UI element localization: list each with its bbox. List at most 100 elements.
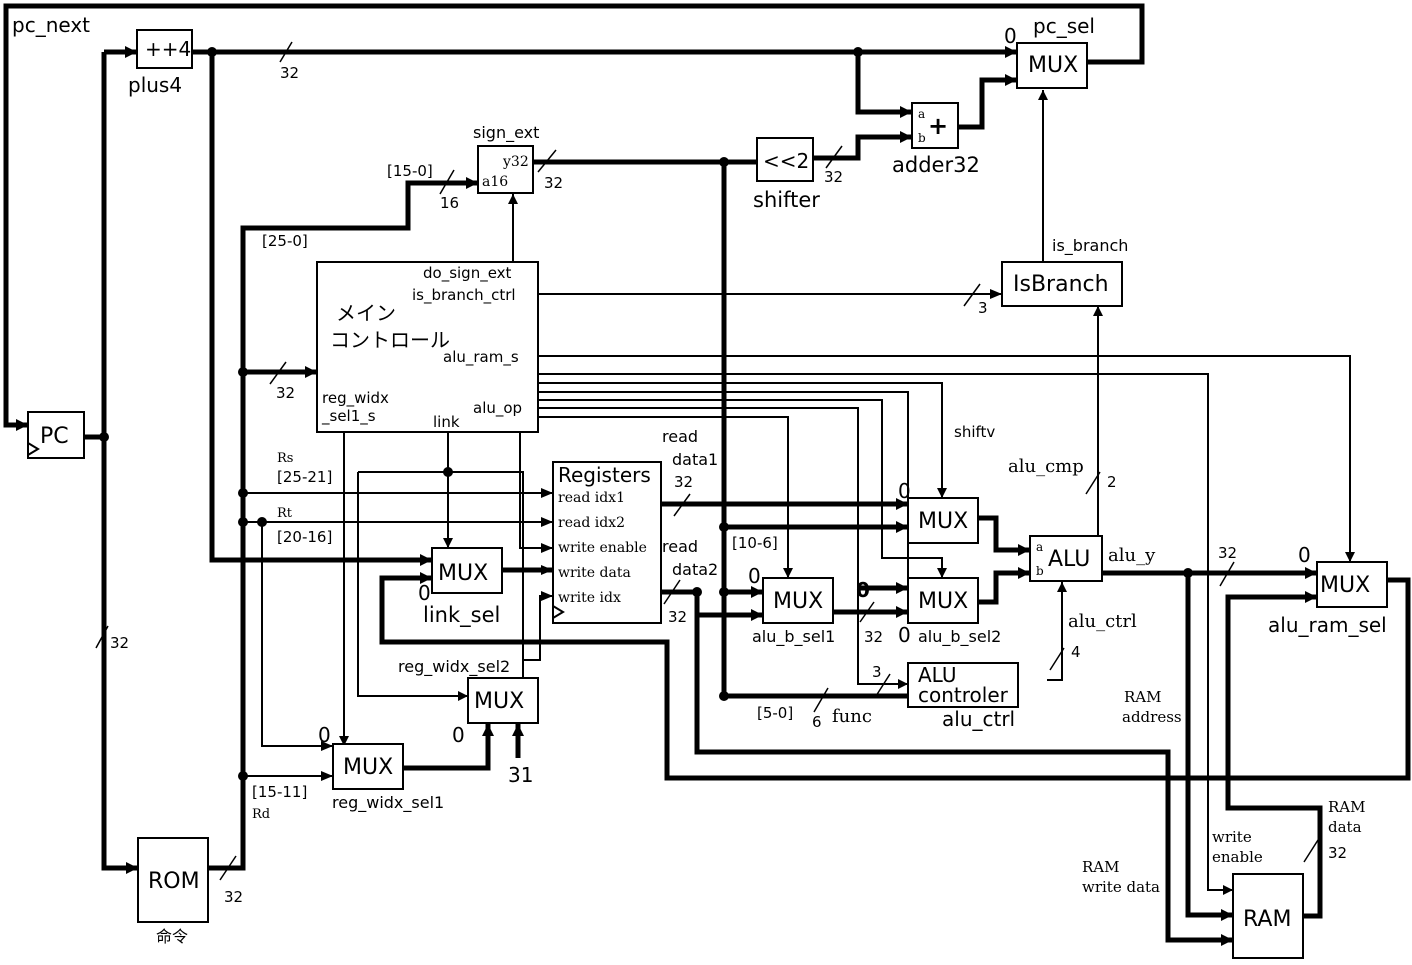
alu-controler-title-2: controler [918,683,1009,707]
adder-b: b [918,131,926,145]
rom-block: ROM 命令 [137,837,209,946]
reg-widx-sel2-mux: MUX reg_widx_sel2 0 31 [398,657,539,787]
width-read-data1: 32 [674,473,693,491]
bits-20-16: [20-16] [277,528,332,546]
alu-b-port: b [1036,564,1044,578]
alu-b-sel2-zero: 0 [898,623,911,647]
alu-b-sel1-name: alu_b_sel1 [752,627,835,647]
main-control-title-2: コントロール [330,328,450,352]
reg-port-write-idx: write idx [558,590,621,606]
is-branch-ctrl-port: is_branch_ctrl [412,286,516,305]
pc-sel-label: pc_sel [1033,14,1095,38]
reg-widx-sel2-mux-label: MUX [474,689,524,714]
alu-ram-sel-name: alu_ram_sel [1268,613,1387,637]
alu-ctrl-signal-label: alu_ctrl [1068,611,1137,632]
alu-b-sel2-mux: MUX 0 alu_b_sel2 0 [856,577,1001,647]
alu-a-mux: MUX 0 [898,479,979,544]
reg-widx-sel2-zero: 0 [452,723,465,747]
alu-label: ALU [1048,547,1090,572]
reg-widx-sel2-name: reg_widx_sel2 [398,657,510,677]
alu-controler-title-1: ALU [918,663,956,687]
read-data2-label-2: data2 [672,560,718,579]
bits-25-0: [25-0] [262,232,308,250]
bits-15-0: [15-0] [387,162,433,180]
alu-b-sel2-name: alu_b_sel2 [918,627,1001,647]
control-wires [243,90,1351,891]
alu-op-port: alu_op [473,399,522,418]
reg-port-write-data: write data [558,565,631,581]
alu-cmp-label: alu_cmp [1008,456,1084,477]
sign-ext-y: y32 [502,154,529,170]
plus4-block: ++4 plus4 [128,29,193,97]
width-alu-b: 32 [864,628,883,646]
link-sel-name: link_sel [423,603,500,628]
alu-b-sel1-mux: MUX 0 alu_b_sel1 [748,564,835,647]
width-alu-y: 32 [1218,544,1237,562]
bus-width-labels: 32 32 32 16 32 32 32 3 32 32 32 3 2 4 32… [110,64,1347,906]
main-control-title-1: メイン [336,301,396,325]
width-sign-ext: 32 [544,174,563,192]
adder-a: a [918,107,925,121]
ram-address-label-1: RAM [1124,688,1162,706]
isbranch-label: IsBranch [1013,272,1109,297]
alu-b-sel2-mux-label: MUX [918,589,968,614]
signal-labels: pc_next shiftv alu_cmp alu_y alu_ctrl al… [12,13,1366,896]
width-pc-rom: 32 [110,634,129,652]
reg-widx-sel1-mux: MUX 0 reg_widx_sel1 [318,723,444,813]
bits-15-11: [15-11] [252,783,307,801]
alu-controler-block: ALU controler [907,662,1019,708]
reg-widx-sel1-mux-label: MUX [343,755,393,780]
reg-widx-sel1-s-port-2: _sel1_s [321,407,376,426]
shifter-label: <<2 [763,149,809,173]
alu-ctrl-name: alu_ctrl [942,707,1015,731]
sign-ext-a: a16 [482,174,508,190]
pc-mux: MUX 0 pc_sel [1004,14,1095,89]
ram-write-data-label-2: write data [1082,878,1160,896]
reg-port-read-idx1: read idx1 [558,490,625,506]
alu-b-sel2-const-zero: 0 [856,578,870,602]
rt-label: Rt [277,506,293,521]
alu-ram-sel-mux: MUX 0 alu_ram_sel [1268,543,1388,637]
alu-y-label: alu_y [1108,545,1156,566]
width-inst-ctrl: 32 [276,384,295,402]
reg-port-write-enable: write enable [558,540,647,556]
main-control-block: メイン コントロール do_sign_ext is_branch_ctrl al… [316,261,539,433]
ram-write-data-label-1: RAM [1082,858,1120,876]
pc-label: PC [40,424,69,449]
func-label: func [832,706,872,727]
rom-name: 命令 [156,927,188,946]
ram-data-label-1: RAM [1328,798,1366,816]
adder-name: adder32 [892,153,980,177]
reg-widx-sel1-zero: 0 [318,723,331,747]
width-shifter: 32 [824,168,843,186]
const-31: 31 [508,763,533,787]
rd-label: Rd [252,807,270,822]
write-enable-label-1: write [1212,828,1252,846]
bus-wires [3,3,1411,943]
rs-label: Rs [277,451,293,466]
shifter-block: <<2 shifter [753,137,820,212]
width-imm16: 16 [440,194,459,212]
reg-port-read-idx2: read idx2 [558,515,625,531]
width-rom: 32 [224,888,243,906]
alu-b-sel1-mux-label: MUX [773,589,823,614]
width-alu-cmp: 2 [1107,473,1117,491]
width-branch-ctrl: 3 [978,299,988,317]
reg-widx-sel1-name: reg_widx_sel1 [332,793,444,813]
read-data1-label-2: data1 [672,450,718,469]
reg-widx-sel1-s-port-1: reg_widx [322,389,389,408]
link-sel-mux: MUX 0 link_sel [418,547,503,628]
alu-block: a b ALU [1029,535,1103,582]
registers-block: Registers read idx1 read idx2 write enab… [552,461,662,624]
plus4-name: plus4 [128,73,182,97]
width-pc4: 32 [280,64,299,82]
read-data2-label-1: read [662,537,698,556]
width-alu-ctrl: 4 [1071,643,1081,661]
shiftv-label: shiftv [954,423,995,441]
link-sel-mux-label: MUX [438,561,488,586]
bit-range-labels: [15-0] [25-0] [25-21] [20-16] [15-11] [1… [252,162,793,801]
alu-b-sel1-zero: 0 [748,564,761,588]
bits-5-0: [5-0] [757,704,793,722]
read-data1-label-1: read [662,427,698,446]
